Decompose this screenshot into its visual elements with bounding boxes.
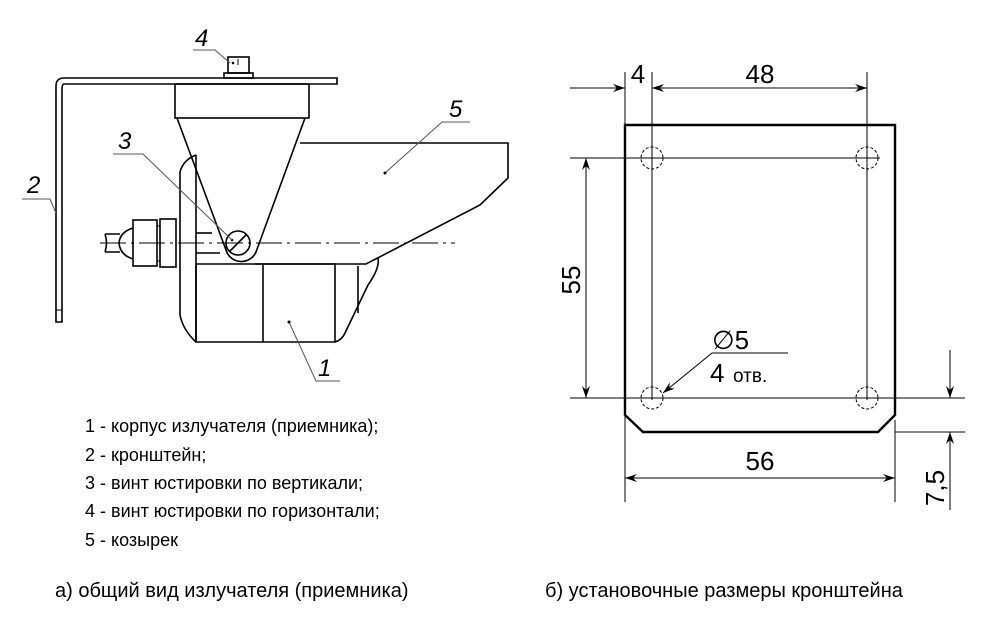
dim-bottom-margin: 7,5 <box>920 470 950 506</box>
horizontal-adjust-screw <box>223 56 254 79</box>
legend: 1 - корпус излучателя (приемника); 2 - к… <box>85 416 380 550</box>
bracket <box>55 77 338 323</box>
mounting-dimensions-drawing: 4 48 55 56 7,5 ∅5 4 отв. <box>556 59 965 510</box>
mounting-hole <box>640 146 664 170</box>
general-view-drawing: 4 3 2 5 1 <box>22 25 509 382</box>
legend-item: 4 - винт юстировки по горизонтали; <box>85 501 380 521</box>
part-label-5: 5 <box>449 96 463 123</box>
upper-block <box>174 83 310 119</box>
caption-mounting-dimensions: б) установочные размеры кронштейна <box>545 580 904 602</box>
dim-hole-diameter: ∅5 <box>712 325 749 355</box>
cone-mount <box>176 117 306 263</box>
mounting-hole <box>855 386 879 410</box>
part-label-2: 2 <box>26 172 40 199</box>
housing <box>195 155 380 343</box>
legend-item: 1 - корпус излучателя (приемника); <box>85 416 378 436</box>
dim-hole-spacing-x: 48 <box>746 59 775 89</box>
dim-hole-count-unit: отв. <box>733 366 767 387</box>
front-flange <box>179 154 197 343</box>
mounting-hole <box>640 386 664 410</box>
legend-item: 5 - козырек <box>85 530 178 550</box>
dim-offset: 4 <box>631 59 645 89</box>
dim-hole-count: 4 <box>710 358 724 388</box>
dim-hole-spacing-y: 55 <box>556 266 586 295</box>
caption-general-view: а) общий вид излучателя (приемника) <box>55 580 409 602</box>
part-label-4: 4 <box>195 25 208 52</box>
visor <box>255 142 509 265</box>
part-label-3: 3 <box>118 128 132 155</box>
part-label-1: 1 <box>318 355 331 382</box>
legend-item: 2 - кронштейн; <box>85 445 206 465</box>
legend-item: 3 - винт юстировки по вертикали; <box>85 473 363 493</box>
mounting-hole <box>855 146 879 170</box>
dim-width: 56 <box>746 446 775 476</box>
